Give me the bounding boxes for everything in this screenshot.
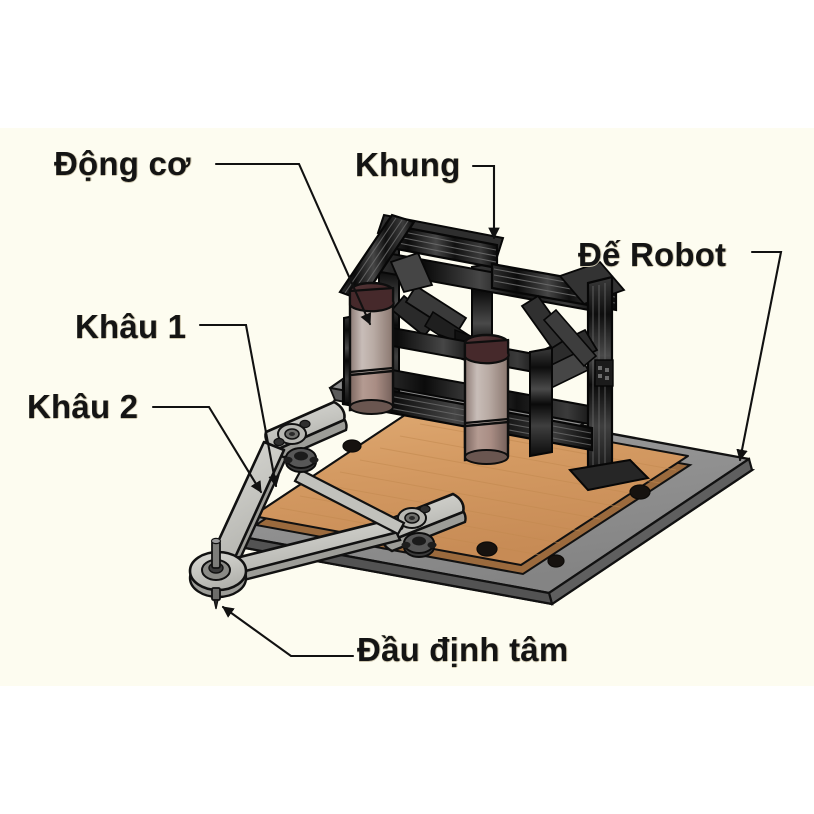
label-khung: Khung xyxy=(355,146,461,183)
mount-hole xyxy=(547,554,565,568)
leader-khung xyxy=(471,164,500,240)
leader-dau-dinh-tam xyxy=(221,605,355,658)
label-de-robot: Đế Robot xyxy=(578,236,727,273)
leader-khau-1 xyxy=(198,323,280,488)
mount-hole xyxy=(629,484,651,500)
label-dong-co: Động cơ xyxy=(54,145,191,182)
motor-left xyxy=(348,281,395,415)
leader-lines xyxy=(151,162,783,658)
probe-tip xyxy=(211,587,221,601)
mount-hole xyxy=(342,439,362,453)
link-driver-left xyxy=(264,400,348,462)
motor-right xyxy=(463,333,510,465)
label-khau-1: Khâu 1 xyxy=(75,308,187,345)
leader-khau-2 xyxy=(151,405,263,494)
leader-dong-co xyxy=(214,162,372,326)
mount-hole xyxy=(476,541,498,557)
label-dau-dinh-tam: Đầu định tâm xyxy=(357,631,569,668)
joint-left xyxy=(283,447,319,473)
centering-head xyxy=(188,537,248,610)
leader-de-robot xyxy=(736,250,783,462)
joint-right xyxy=(401,532,437,558)
link-cross xyxy=(293,468,406,536)
linkage-assembly xyxy=(188,400,467,610)
label-khau-2: Khâu 2 xyxy=(27,388,139,425)
